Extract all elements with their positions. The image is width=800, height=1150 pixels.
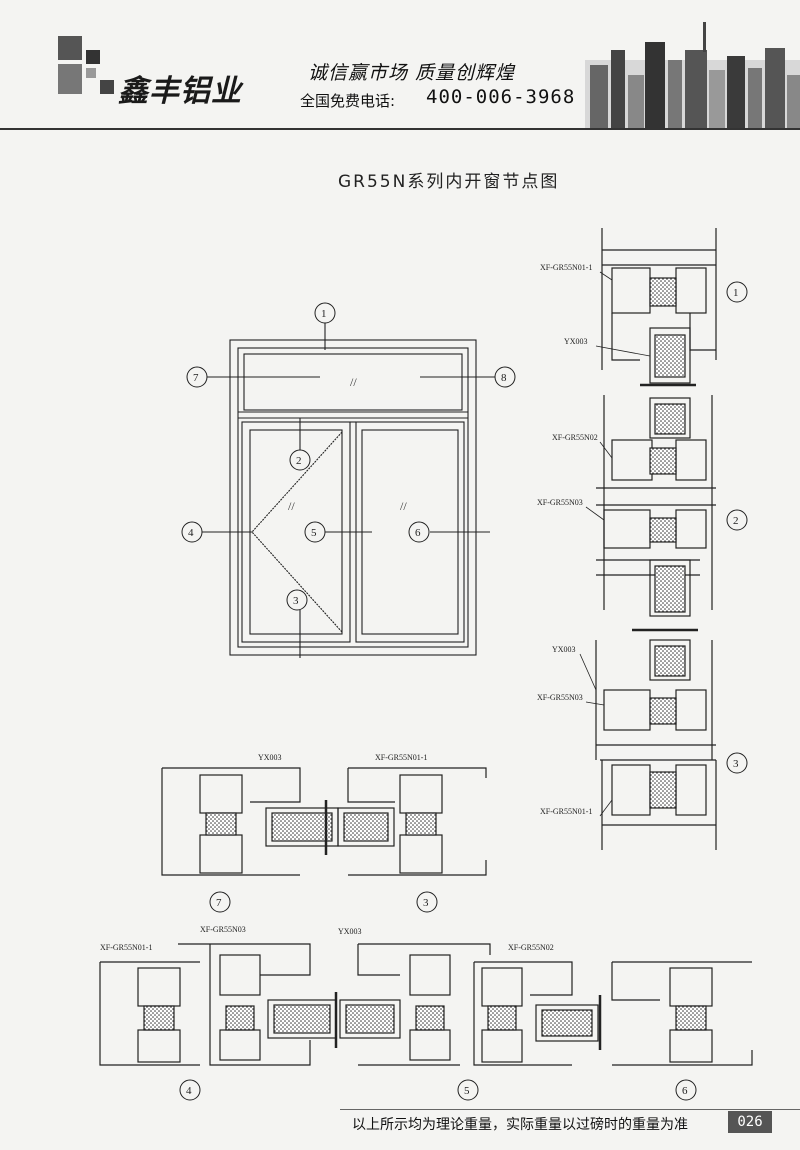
profile-label: YX003 [258, 753, 282, 762]
profile-label: XF-GR55N01-1 [540, 807, 592, 816]
marker-2: 2 [289, 449, 311, 471]
profile-label: XF-GR55N03 [537, 693, 583, 702]
middle-section-profiles [161, 767, 487, 876]
svg-text:7: 7 [216, 897, 222, 909]
footer-divider [340, 1109, 800, 1110]
right-section-profiles [595, 228, 717, 850]
page-number: 026 [728, 1111, 772, 1133]
marker-4: 4 [181, 521, 203, 543]
marker-3: 3 [416, 891, 438, 913]
svg-text:5: 5 [311, 527, 317, 539]
elevation-markers: 1 7 8 2 4 5 6 3 [181, 302, 516, 611]
profile-label: XF-GR55N01-1 [375, 753, 427, 762]
svg-text:8: 8 [501, 372, 507, 384]
slogan: 诚信赢市场 质量创辉煌 [308, 62, 516, 84]
marker-4: 4 [179, 1079, 201, 1101]
phone-number: 400-006-3968 [426, 86, 576, 108]
phone-label: 全国免费电话: [300, 92, 396, 110]
profile-label: XF-GR55N02 [552, 433, 598, 442]
marker-6: 6 [675, 1079, 697, 1101]
page-header: 鑫丰铝业 诚信赢市场 质量创辉煌 全国免费电话: 400-006-3968 [0, 0, 800, 130]
page-title: GR55N系列内开窗节点图 [338, 172, 560, 192]
right-markers: 1 2 3 [726, 281, 748, 774]
glass-mark: // [288, 499, 295, 513]
right-section-labels: XF-GR55N01-1 YX003 XF-GR55N02 XF-GR55N03… [537, 263, 598, 816]
svg-text:3: 3 [423, 897, 429, 909]
profile-label: XF-GR55N01-1 [100, 943, 152, 952]
svg-text:6: 6 [415, 527, 421, 539]
marker-7: 7 [209, 891, 231, 913]
marker-3: 3 [726, 752, 748, 774]
svg-text:3: 3 [733, 758, 739, 770]
bottom-section-profiles [99, 943, 753, 1066]
bottom-section-labels: XF-GR55N01-1 XF-GR55N03 YX003 XF-GR55N02 [100, 925, 554, 952]
glass-mark: // [350, 375, 357, 389]
window-elevation [202, 322, 500, 658]
svg-text:7: 7 [193, 372, 199, 384]
profile-label: YX003 [564, 337, 588, 346]
marker-5: 5 [457, 1079, 479, 1101]
marker-8: 8 [494, 366, 516, 388]
profile-label: XF-GR55N03 [537, 498, 583, 507]
marker-6: 6 [408, 521, 430, 543]
svg-text:5: 5 [464, 1085, 470, 1097]
marker-2: 2 [726, 509, 748, 531]
svg-text:6: 6 [682, 1085, 688, 1097]
svg-text:1: 1 [321, 308, 327, 320]
svg-text:2: 2 [296, 455, 302, 467]
company-logo-icon [58, 36, 114, 94]
header-divider [0, 128, 800, 130]
glass-mark: // [400, 499, 407, 513]
profile-label: XF-GR55N03 [200, 925, 246, 934]
profile-label: YX003 [552, 645, 576, 654]
marker-7: 7 [186, 366, 208, 388]
footer-note: 以上所示均为理论重量，实际重量以过磅时的重量为准 [352, 1117, 688, 1133]
bottom-markers: 4 5 6 [179, 1079, 697, 1101]
marker-1: 1 [314, 302, 336, 324]
svg-text:3: 3 [293, 595, 299, 607]
middle-markers: 7 3 [209, 891, 438, 913]
profile-label: YX003 [338, 927, 362, 936]
middle-section-labels: YX003 XF-GR55N01-1 [258, 753, 427, 762]
marker-3: 3 [286, 589, 308, 611]
marker-1: 1 [726, 281, 748, 303]
profile-label: XF-GR55N01-1 [540, 263, 592, 272]
svg-text:2: 2 [733, 515, 739, 527]
marker-5: 5 [304, 521, 326, 543]
svg-text:1: 1 [733, 287, 739, 299]
svg-text:4: 4 [188, 527, 194, 539]
svg-text:4: 4 [186, 1085, 192, 1097]
brand-name: 鑫丰铝业 [118, 74, 242, 109]
city-skyline-icon [585, 22, 800, 130]
profile-label: XF-GR55N02 [508, 943, 554, 952]
right-leader-lines [579, 271, 651, 817]
